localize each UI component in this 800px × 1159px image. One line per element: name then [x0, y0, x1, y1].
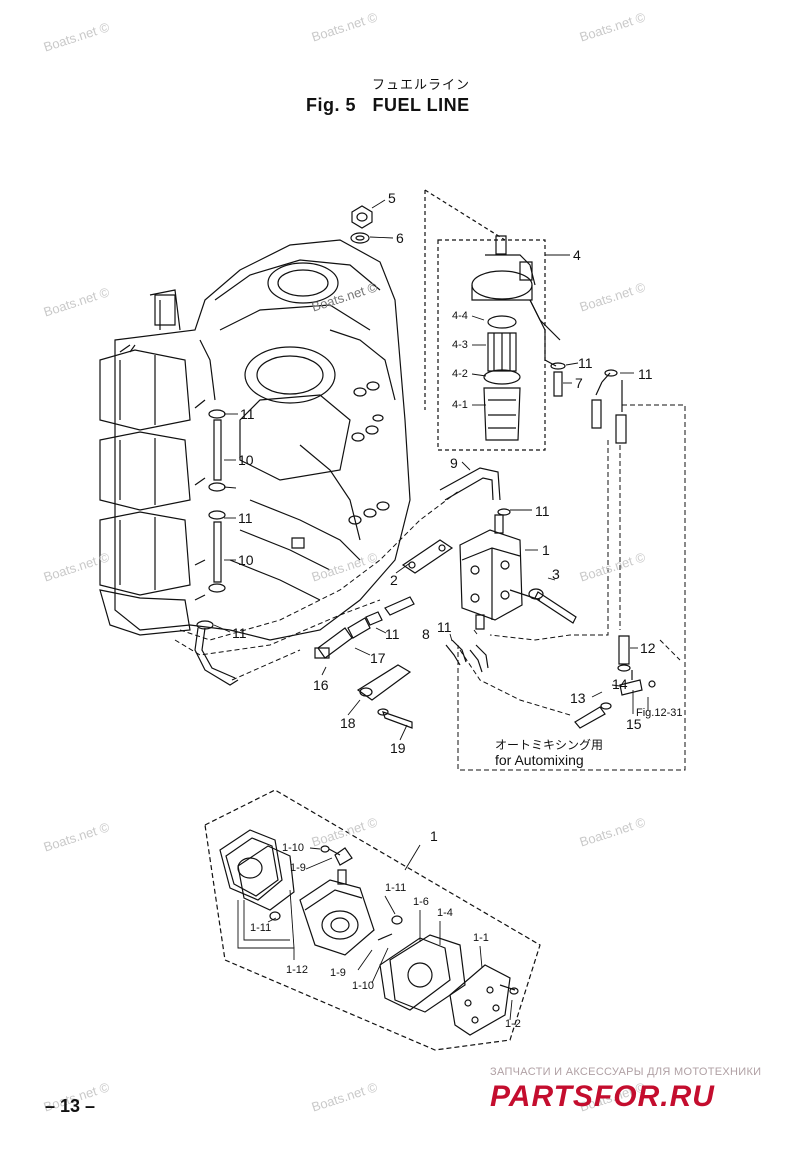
exploded-callout-1-4: 1-4: [437, 907, 453, 919]
callout-9: 9: [450, 455, 458, 471]
callout-15: 15: [626, 716, 642, 732]
engine-block: [100, 240, 410, 640]
callout-8: 8: [422, 626, 430, 642]
exploded-callout-1-6: 1-6: [413, 896, 429, 908]
exploded-callout-1-12: 1-12: [286, 964, 309, 976]
callout-16: 16: [313, 677, 329, 693]
hose-9: [440, 468, 500, 500]
fuel-filter: [472, 236, 560, 440]
figure-title-japanese: フュエルライン: [372, 78, 471, 93]
bracket-2: [403, 540, 452, 573]
callout-4-1: 4-1: [452, 399, 468, 411]
callout-4: 4: [573, 247, 581, 263]
callout-12: 12: [640, 640, 656, 656]
connector-17: [348, 618, 370, 638]
automixing-note-english: for Automixing: [495, 752, 584, 768]
washer: [351, 233, 369, 243]
callout-10-a: 10: [238, 452, 254, 468]
callout-4-4: 4-4: [452, 310, 468, 322]
callout-13: 13: [570, 690, 586, 706]
exploded-view: [205, 790, 540, 1050]
exploded-callout-1-1: 1-1: [473, 932, 489, 944]
nut: [352, 206, 372, 228]
callout-11-a: 11: [578, 355, 593, 371]
callout-11-b: 11: [638, 366, 653, 382]
exploded-callout-1-10-a: 1-10: [282, 842, 305, 854]
page-number: – 13 –: [45, 1096, 96, 1116]
brand-tagline: ЗАПЧАСТИ И АКСЕССУАРЫ ДЛЯ МОТОТЕХНИКИ: [490, 1066, 762, 1078]
callout-10-b: 10: [238, 552, 254, 568]
callout-6: 6: [396, 230, 404, 246]
callout-11-g: 11: [385, 626, 400, 642]
callout-11-f: 11: [535, 503, 550, 519]
callout-5: 5: [388, 190, 396, 206]
exploded-callout-1-11-b: 1-11: [385, 882, 407, 894]
callout-11-c: 11: [240, 406, 255, 422]
callout-11-e: 11: [232, 625, 247, 641]
bolt-3: [535, 592, 576, 623]
exploded-callout-1-2: 1-2: [505, 1018, 521, 1030]
figure-reference: Fig.12-31: [636, 707, 683, 719]
callout-2: 2: [390, 572, 398, 588]
exploded-callout-1-11-a: 1-11: [250, 922, 272, 934]
callout-17: 17: [370, 650, 386, 666]
exploded-callout-1-10-b: 1-10: [352, 980, 375, 992]
screw-19: [383, 712, 412, 728]
callout-11-h: 11: [437, 619, 452, 635]
callout-4-3: 4-3: [452, 339, 468, 351]
automixing-note-japanese: オートミキシング用: [495, 738, 604, 752]
automixing-note: オートミキシング用 for Automixing: [495, 738, 603, 768]
callout-3: 3: [552, 566, 560, 582]
connector-16: [318, 628, 352, 658]
filter-box: [425, 190, 545, 450]
callout-19: 19: [390, 740, 406, 756]
exploded-callout-1: 1: [430, 828, 438, 844]
plate-18: [358, 665, 410, 700]
callout-7: 7: [575, 375, 583, 391]
callout-18: 18: [340, 715, 356, 731]
callout-11-d: 11: [238, 510, 253, 526]
exploded-callout-1-9-a: 1-9: [290, 862, 306, 874]
callout-14: 14: [612, 676, 628, 692]
brand-logo: PARTSFOR.RU: [490, 1080, 715, 1113]
callout-1: 1: [542, 542, 550, 558]
fuel-pump: [460, 515, 540, 629]
callout-4-2: 4-2: [452, 368, 468, 380]
figure-title: Fig. 5 FUEL LINE: [306, 95, 470, 115]
exploded-callout-1-9-b: 1-9: [330, 967, 346, 979]
fuel-hoses-10: [195, 410, 238, 685]
